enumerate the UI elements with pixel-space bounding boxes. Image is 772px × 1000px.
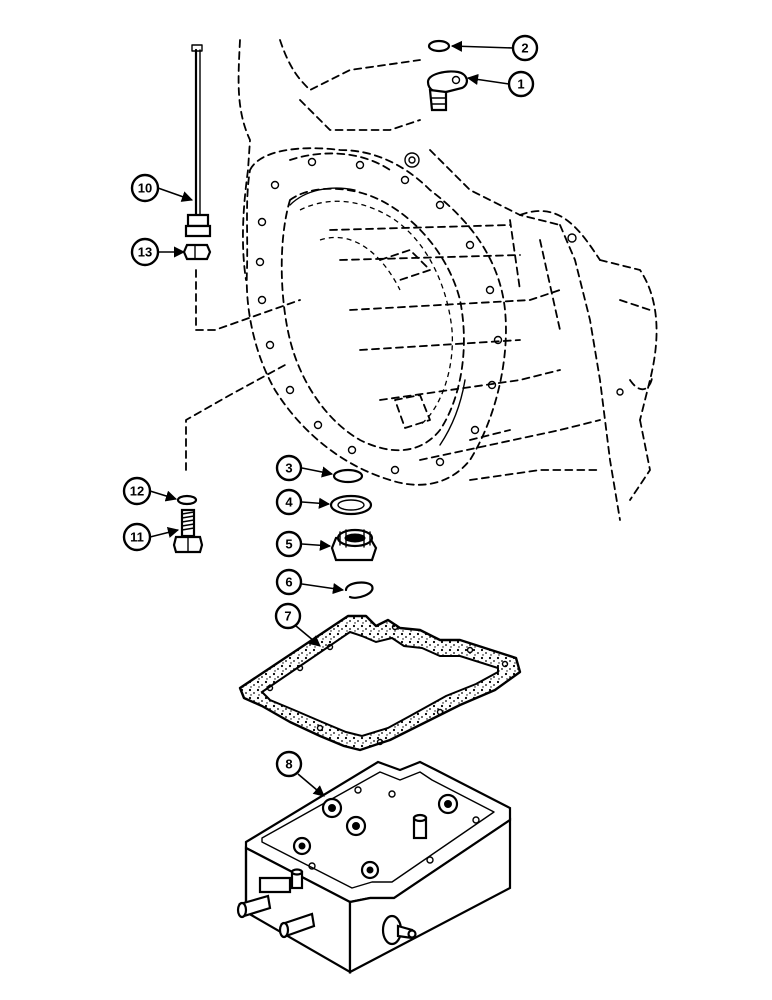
guide-line-bolt [185, 364, 286, 471]
callout-13: 13 [130, 237, 186, 267]
callout-8: 8 [275, 750, 325, 797]
callout-11: 11 [122, 522, 180, 552]
callout-7: 7 [274, 602, 321, 647]
callout-3: 3 [275, 454, 334, 482]
washer [176, 494, 198, 506]
callout-label: 10 [138, 181, 152, 196]
transmission-housing [237, 39, 658, 521]
seal-ring [329, 494, 373, 516]
callout-10: 10 [130, 173, 194, 203]
callout-label: 1 [517, 77, 524, 92]
guide-line-rod [195, 269, 301, 331]
callout-6: 6 [275, 568, 345, 596]
dipstick-rod [184, 44, 212, 238]
housing-flange [245, 147, 624, 486]
o-ring-small [332, 468, 364, 484]
bolt [172, 508, 204, 554]
callout-label: 5 [285, 537, 292, 552]
nut [182, 243, 212, 261]
snap-ring [344, 581, 374, 599]
callout-5: 5 [275, 530, 332, 558]
callout-2: 2 [450, 34, 539, 62]
cap [427, 39, 451, 53]
drain-plug [330, 528, 378, 562]
callout-1: 1 [466, 70, 535, 98]
breather-fitting [426, 70, 468, 112]
callout-label: 3 [285, 461, 292, 476]
callout-label: 12 [130, 484, 144, 499]
valve-body [236, 760, 512, 974]
callout-label: 4 [285, 495, 293, 510]
callout-12: 12 [122, 476, 178, 506]
callout-label: 8 [285, 757, 292, 772]
callout-label: 2 [521, 41, 528, 56]
callout-label: 6 [285, 575, 292, 590]
callout-label: 13 [138, 245, 152, 260]
callout-label: 7 [284, 609, 291, 624]
callout-label: 11 [130, 530, 144, 545]
callout-4: 4 [275, 488, 331, 516]
gasket [238, 614, 522, 752]
